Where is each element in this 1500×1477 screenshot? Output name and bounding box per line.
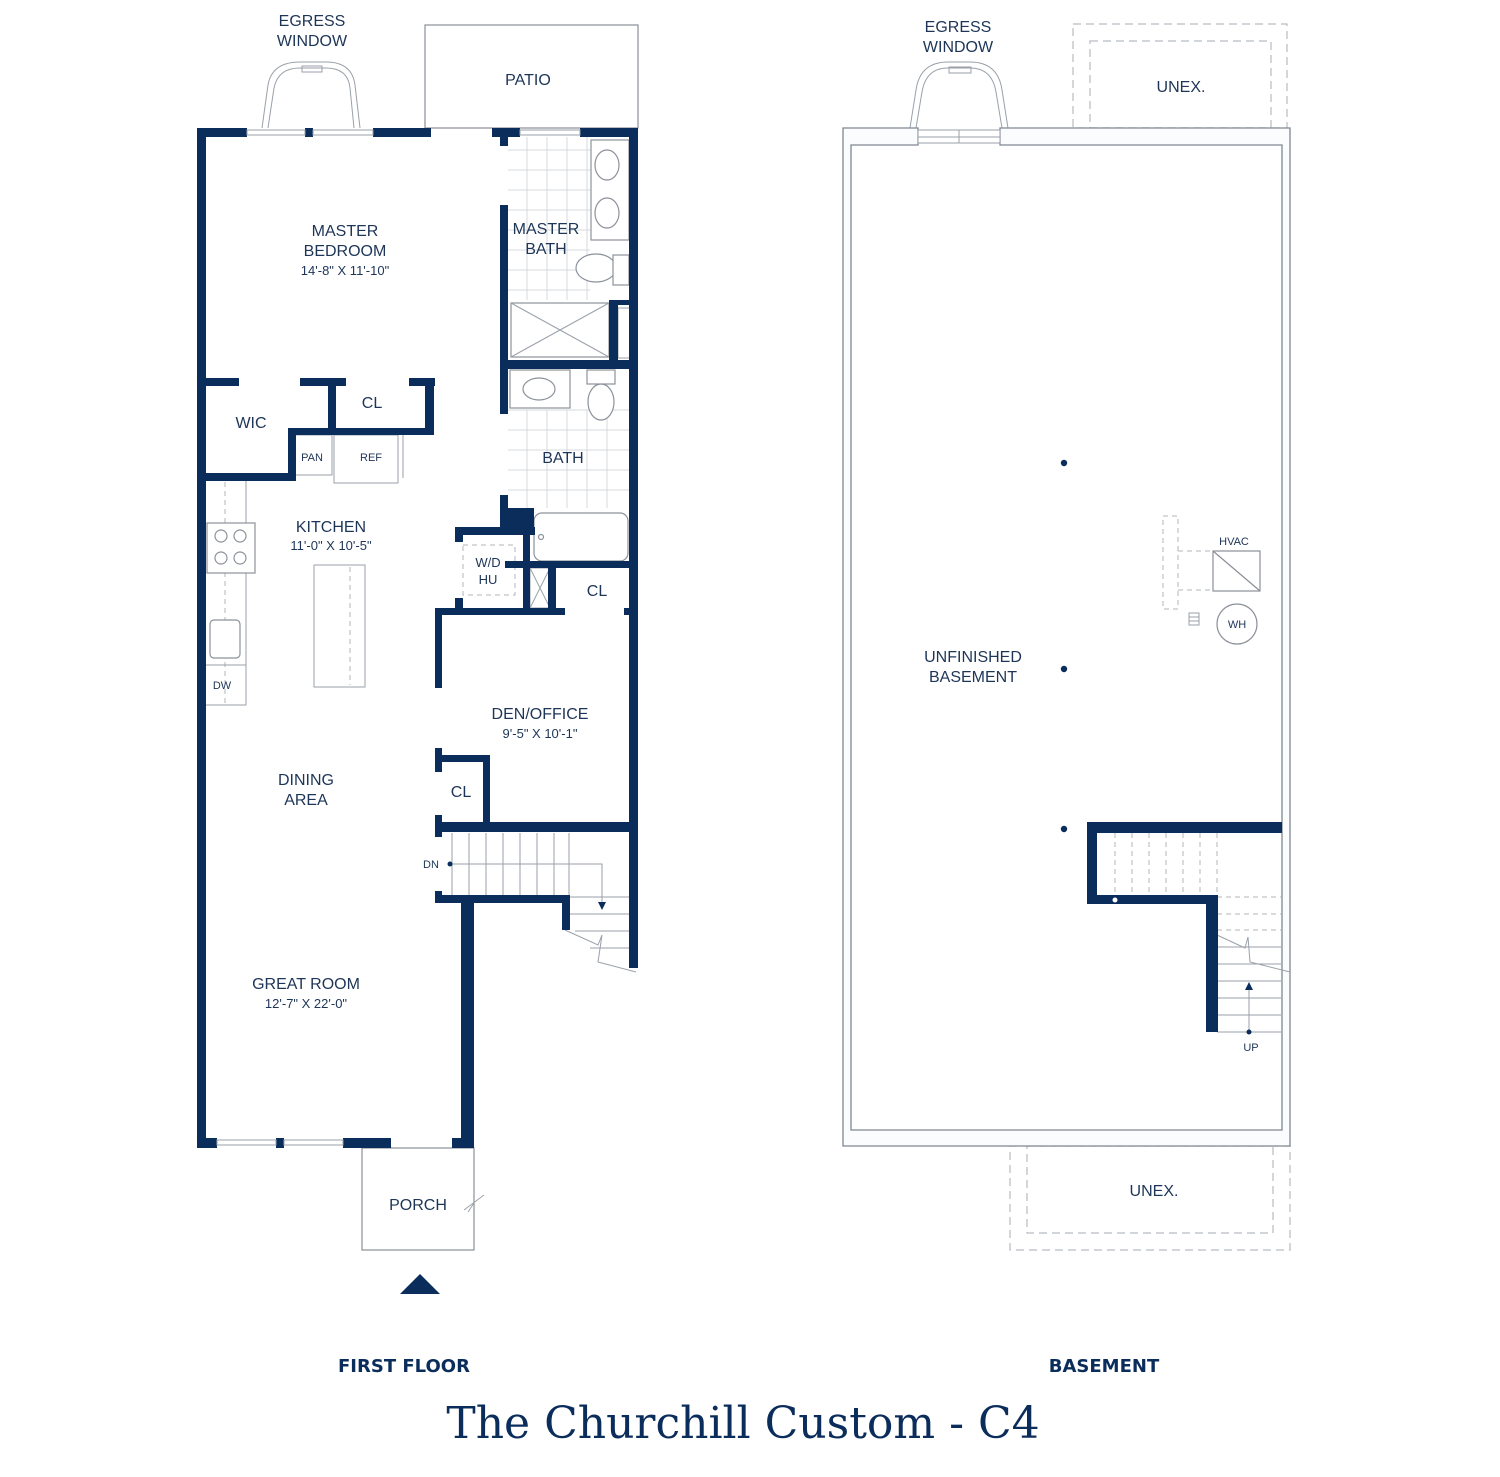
unfinished-basement-label: BASEMENT (929, 669, 1017, 686)
egress-window-label: WINDOW (277, 33, 348, 50)
kitchen-island (313, 564, 366, 688)
duct-outline (1162, 515, 1179, 610)
dining-area-label: AREA (284, 792, 328, 809)
master-bedroom-size: 14'-8" X 11'-10" (301, 263, 390, 278)
foundation-wall (842, 127, 1291, 1147)
closet-label: CL (587, 583, 608, 600)
egress-window-label: EGRESS (925, 19, 992, 36)
washer-dryer-outline (462, 544, 516, 596)
first-floor-stairs[interactable] (447, 833, 637, 973)
master-bath-tiles (508, 137, 590, 302)
unex-top-outline (1072, 23, 1288, 129)
porch-outline (361, 1147, 475, 1251)
wic-label: WIC (235, 415, 266, 432)
basement-title: BASEMENT (1049, 1356, 1160, 1377)
bathtub-icon (533, 512, 629, 562)
water-heater-icon (1216, 603, 1258, 645)
bath-label: BATH (542, 450, 583, 467)
master-bedroom-label: BEDROOM (304, 243, 387, 260)
support-post-icon (1060, 825, 1068, 833)
kitchen-sink-icon (209, 619, 241, 659)
basement-stairs[interactable] (1087, 822, 1291, 1035)
washer-dryer-label: HU (479, 572, 498, 587)
hvac-unit-icon (1212, 550, 1261, 592)
den-office-label: DEN/OFFICE (492, 706, 589, 723)
bath-tiles (508, 409, 630, 508)
egress-window-label: WINDOW (923, 39, 994, 56)
support-post-icon (1060, 665, 1068, 673)
first-floor-walls (197, 128, 638, 1148)
washer-dryer-label: W/D (475, 555, 500, 570)
egress-window-label: EGRESS (279, 13, 346, 30)
water-heater-label: WH (1228, 619, 1246, 631)
dishwasher-label: DW (213, 680, 232, 692)
toilet-icon (575, 253, 617, 283)
support-post-icon (1060, 459, 1068, 467)
kitchen-label: KITCHEN (296, 519, 366, 536)
patio-outline (424, 24, 639, 129)
master-bath-label: MASTER (513, 221, 580, 238)
den-office-size: 9'-5" X 10'-1" (503, 726, 578, 741)
first-floor-title: FIRST FLOOR (338, 1356, 470, 1377)
dining-area-label: DINING (278, 772, 334, 789)
closet-label: CL (451, 784, 472, 801)
cooktop-icon (206, 522, 256, 574)
unex-bottom-outline (1009, 1145, 1291, 1251)
great-room-size: 12'-7" X 22'-0" (265, 996, 348, 1011)
patio-label: PATIO (505, 72, 551, 89)
unfinished-basement-label: UNFINISHED (924, 649, 1022, 666)
master-bath-label: BATH (525, 241, 566, 258)
basement-plan: EGRESS WINDOW UNEX. UNEX. UNFINISHED BAS… (842, 19, 1291, 1377)
great-room-label: GREAT ROOM (252, 976, 360, 993)
master-bedroom-label: MASTER (312, 223, 379, 240)
egress-window-well-icon (261, 61, 361, 129)
first-floor-plan: EGRESS WINDOW PATIO MASTER BEDROOM 14'-8… (197, 13, 639, 1377)
egress-window-well-icon (909, 61, 1009, 129)
closet-label: CL (362, 395, 383, 412)
unexcavated-label: UNEX. (1130, 1183, 1179, 1200)
entry-arrow-icon (400, 1274, 440, 1294)
plan-title: The Churchill Custom - C4 (446, 1398, 1039, 1449)
hvac-label: HVAC (1219, 536, 1249, 548)
kitchen-size: 11'-0" X 10'-5" (290, 538, 372, 553)
stairs-down-label: DN (423, 859, 439, 871)
sink-icon (594, 149, 620, 181)
sink-icon (594, 197, 620, 229)
toilet-icon (587, 383, 615, 421)
porch-label: PORCH (389, 1197, 447, 1214)
unexcavated-label: UNEX. (1157, 79, 1206, 96)
pantry-label: PAN (301, 452, 323, 464)
refrigerator-label: REF (360, 452, 382, 464)
sink-icon (522, 377, 556, 401)
stairs-up-label: UP (1243, 1042, 1258, 1054)
